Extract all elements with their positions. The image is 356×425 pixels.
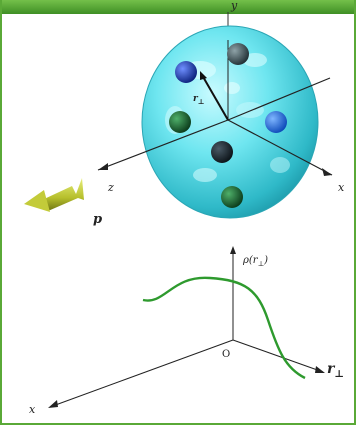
z-axis-top	[97, 119, 229, 171]
axis-z-label: z	[108, 181, 114, 194]
rho-subscript: ⊥	[257, 260, 265, 268]
radius-vector	[200, 71, 229, 121]
x-axis-top	[227, 77, 333, 176]
radius-letter: r	[193, 94, 198, 104]
axis-y-label: y	[231, 0, 238, 12]
quark-ball-blue	[175, 61, 197, 83]
x-axis-label-bottom: x	[29, 403, 36, 416]
quark-ball-dark	[211, 141, 233, 163]
r-perp-letter: r	[327, 361, 335, 377]
x-axis-bottom	[48, 339, 234, 408]
radius-label: r⊥	[193, 95, 204, 105]
quark-ball-green-lower	[221, 186, 243, 208]
vertical-axis-bottom	[230, 246, 236, 340]
r-perp-subscript: ⊥	[334, 368, 344, 380]
quark-ball-light-blue	[265, 111, 287, 133]
momentum-label: p	[93, 212, 103, 227]
rho-close: )	[264, 255, 269, 266]
momentum-arrow	[24, 178, 84, 212]
density-curve	[142, 276, 306, 380]
top-banner-bar	[0, 0, 356, 14]
horizontal-axis-label: r⊥	[327, 362, 344, 380]
vertical-axis-label: ρ(r⊥)	[243, 256, 268, 268]
axis-x-label: x	[338, 181, 345, 194]
quark-ball-gray	[227, 43, 249, 65]
origin-label: O	[222, 349, 231, 360]
radius-subscript: ⊥	[197, 96, 205, 106]
rho-label: ρ(r	[243, 255, 258, 266]
quark-ball-green	[169, 111, 191, 133]
r-perp-axis-bottom	[232, 339, 325, 373]
